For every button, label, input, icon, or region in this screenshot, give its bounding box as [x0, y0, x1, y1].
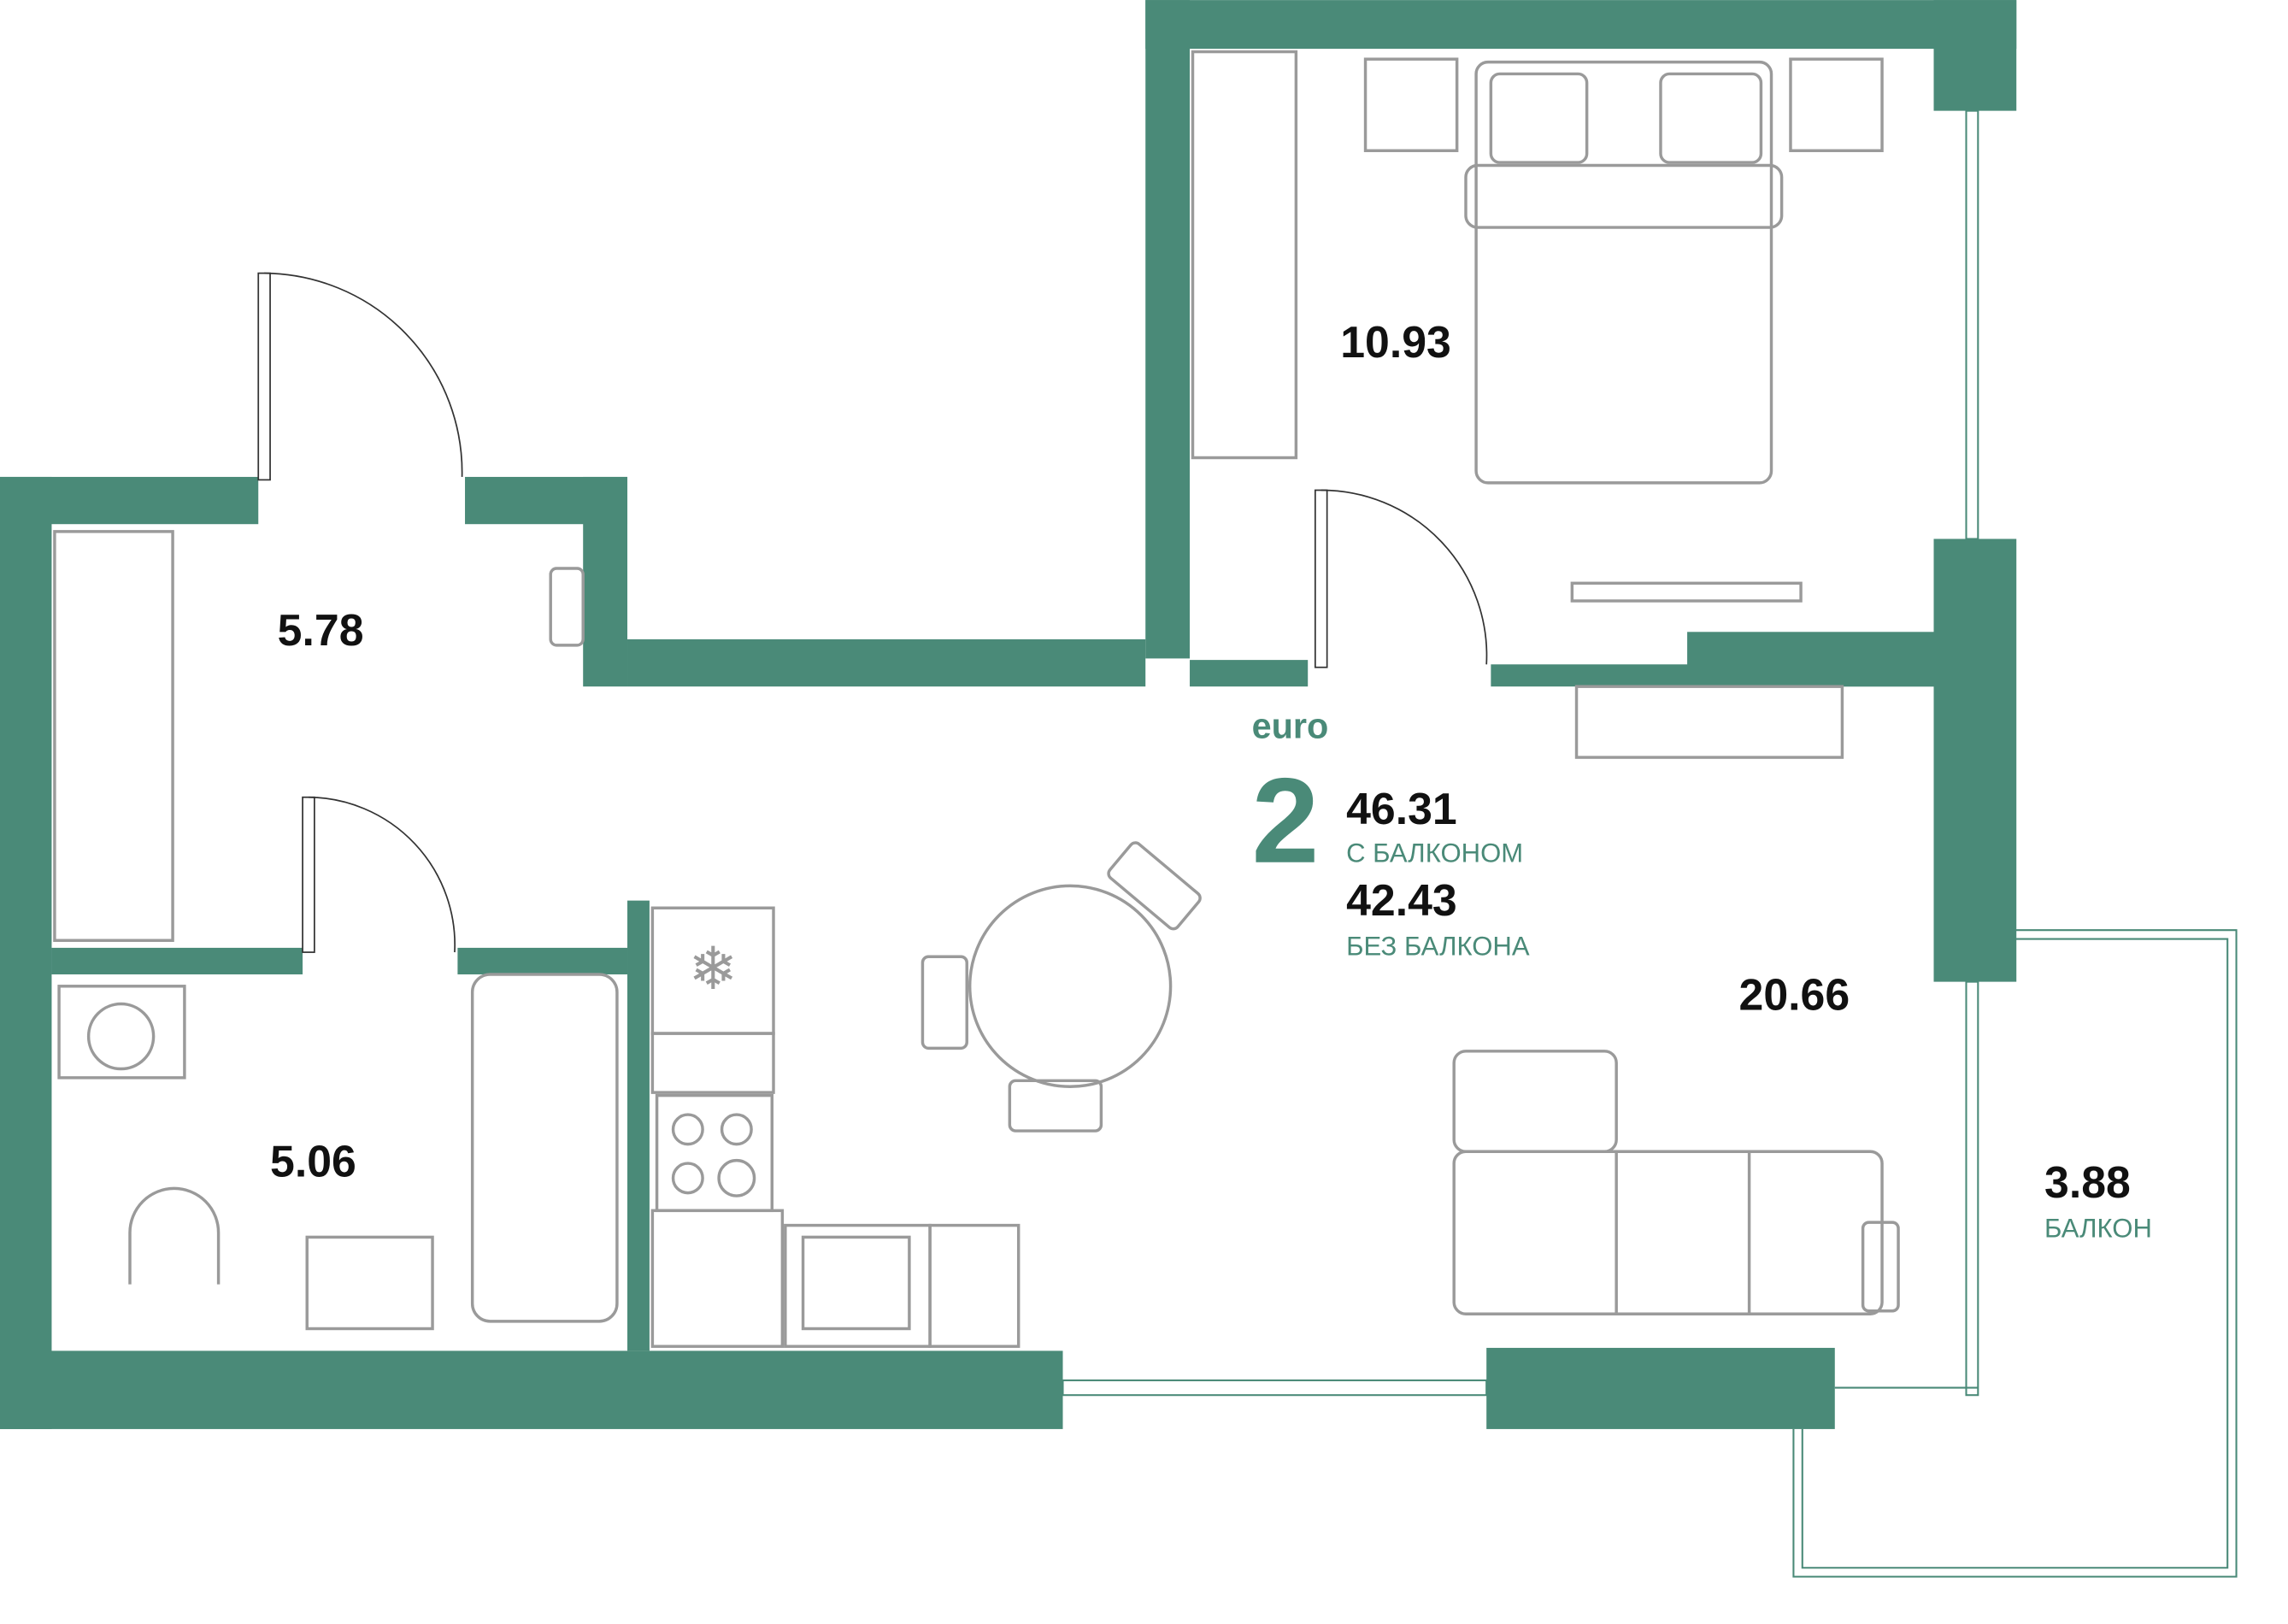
wardrobe-hall: [53, 530, 174, 942]
total-without-balcony: 42.43: [1346, 875, 1457, 925]
balcony-label: БАЛКОН: [2044, 1213, 2152, 1243]
room-area-bedroom: 10.93: [1340, 317, 1451, 367]
room-area-balcony: 3.88: [2044, 1157, 2131, 1207]
nightstand: [1363, 57, 1459, 152]
type-prefix: euro: [1252, 706, 1329, 746]
stove: [655, 1093, 773, 1213]
svg-text:❄: ❄: [688, 935, 738, 1003]
sink-bath: [305, 1235, 434, 1331]
wardrobe-bedroom: [1191, 50, 1298, 460]
doors: [257, 272, 1488, 953]
total-with-balcony: 46.31: [1346, 784, 1457, 833]
bed: [1474, 60, 1773, 485]
walls: [0, 0, 2017, 1429]
toilet: [128, 1186, 221, 1285]
nightstand: [1789, 57, 1884, 152]
sofa: [1452, 1150, 1884, 1315]
furniture: ❄: [53, 50, 1900, 1348]
radiator: [549, 567, 585, 647]
washing-machine: [57, 985, 186, 1080]
windows: [1062, 109, 1979, 1397]
tv-stand-bedroom: [1570, 581, 1803, 603]
room-area-hall: 5.78: [278, 605, 364, 655]
balcony-outline: [1792, 929, 2238, 1578]
tv-stand-living: [1574, 685, 1844, 759]
bathtub: [470, 973, 619, 1323]
with-balcony-label: С БАЛКОНОМ: [1346, 838, 1523, 868]
room-area-bathroom: 5.06: [270, 1137, 356, 1186]
dining-table: [968, 884, 1173, 1088]
without-balcony-label: БЕЗ БАЛКОНА: [1346, 932, 1530, 962]
rooms-count: 2: [1252, 754, 1320, 889]
room-area-living: 20.66: [1739, 969, 1850, 1019]
